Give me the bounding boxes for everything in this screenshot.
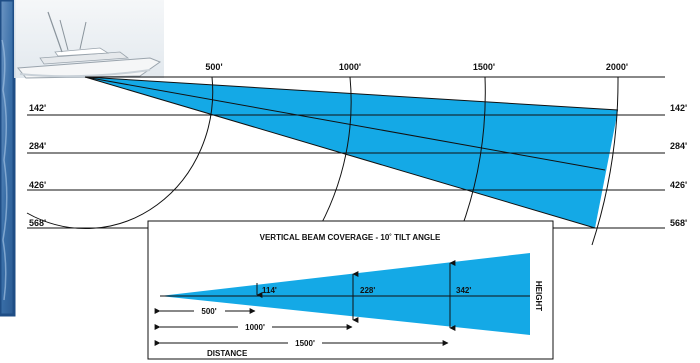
inset-beam [160,253,530,335]
depth-label-right-568: 568' [670,218,687,228]
inset-panel: VERTICAL BEAM COVERAGE - 10˚ TILT ANGLE … [147,220,554,360]
inset-distance-500: 500' [201,307,216,316]
distance-label-1500: 1500' [473,62,495,72]
ocean-photo [0,0,16,317]
inset-distance-1000: 1000' [245,323,265,332]
distance-label-1000: 1000' [339,62,361,72]
depth-label-left-568: 568' [29,218,46,228]
inset-title: VERTICAL BEAM COVERAGE - 10˚ TILT ANGLE [260,233,441,242]
depth-label-right-142: 142' [670,103,687,113]
inset-distance-axis-label: DISTANCE [207,349,248,358]
distance-label-2000: 2000' [606,62,628,72]
beam-center-line [84,76,606,171]
depth-label-left-142: 142' [29,103,46,113]
depth-label-right-426: 426' [670,180,687,190]
depth-label-left-284: 284' [29,141,46,151]
boat-image [14,0,164,79]
inset-height-114: 114' [262,286,277,295]
depth-label-right-284: 284' [670,141,687,151]
inset-height-228: 228' [360,286,375,295]
inset-height-axis-label: HEIGHT [534,281,543,311]
distance-label-500: 500' [205,62,222,72]
inset-distance-1500: 1500' [295,339,315,348]
depth-label-left-426: 426' [29,180,46,190]
inset-height-342: 342' [456,286,471,295]
